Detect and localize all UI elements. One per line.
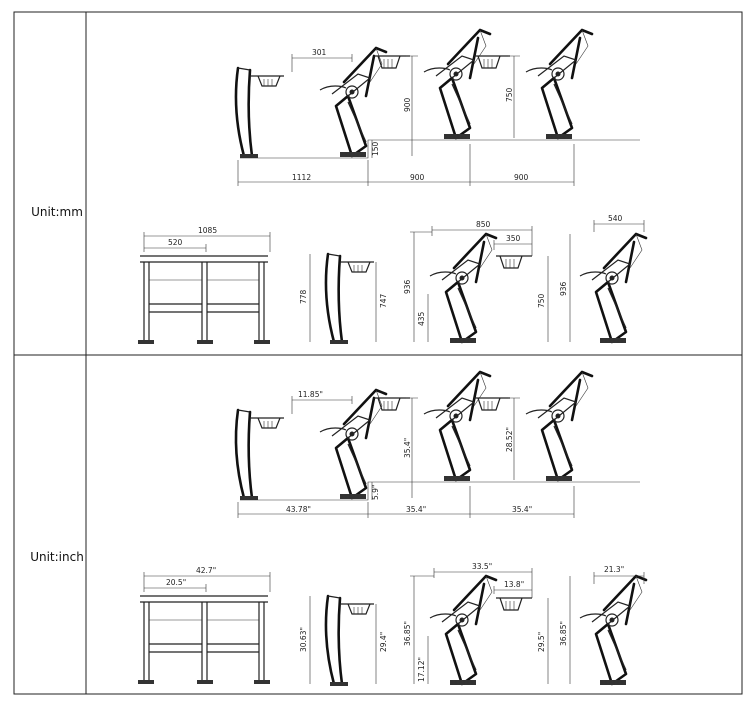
row-mm-labels: 301 900 750 150 1112 900 900 1085 520 77… [168, 48, 623, 326]
dim-tablet-depth: 350 [506, 234, 521, 243]
dim-pitch-b: 35.4" [512, 505, 532, 514]
dim-pitch-a: 35.4" [406, 505, 426, 514]
dim-chair-depth: 850 [476, 220, 491, 229]
dim-desk-height: 30.63" [299, 627, 308, 652]
row-mm-views [137, 220, 648, 346]
dim-desk-width: 42.7" [196, 566, 216, 575]
row-inch-drawing [137, 370, 648, 688]
dim-folded-height: 936 [559, 281, 568, 296]
dim-pitch-b: 900 [514, 173, 529, 182]
dim-folded-depth: 21.3" [604, 565, 624, 574]
dim-desk-top-height: 747 [379, 293, 388, 308]
row-inch-elevation [234, 370, 640, 518]
dim-folded-depth: 540 [608, 214, 623, 223]
dim-seat-back-height: 750 [505, 87, 514, 102]
dim-first-pitch: 1112 [292, 173, 311, 182]
dim-seat-height: 435 [417, 311, 426, 326]
row-mm-elevation [234, 28, 640, 186]
dim-desk-top-height: 29.4" [379, 632, 388, 652]
dim-desk-half: 520 [168, 238, 183, 247]
dim-desk-to-seat: 11.85" [298, 390, 323, 399]
dim-chair-height: 936 [403, 279, 412, 294]
dim-desk-height: 778 [299, 289, 308, 304]
dim-chair-height: 36.85" [403, 621, 412, 646]
row-inch-labels: 11.85" 35.4" 28.52" 5.9" 43.78" 35.4" 35… [166, 390, 624, 682]
dim-row-height: 900 [403, 97, 412, 112]
dim-pitch-a: 900 [410, 173, 425, 182]
row-mm-drawing [137, 28, 648, 346]
row-inch-views [137, 568, 648, 688]
unit-label-inch: Unit:inch [30, 550, 84, 564]
dim-desk-half: 20.5" [166, 578, 186, 587]
dim-seat-back-height: 28.52" [505, 427, 514, 452]
dim-folded-height: 36.85" [559, 621, 568, 646]
dim-first-pitch: 43.78" [286, 505, 311, 514]
dim-chair-depth: 33.5" [472, 562, 492, 571]
dim-tablet-depth: 13.8" [504, 580, 524, 589]
dim-back-height: 29.5" [537, 632, 546, 652]
dim-desk-width: 1085 [198, 226, 217, 235]
dim-back-height: 750 [537, 293, 546, 308]
dim-desk-to-seat: 301 [312, 48, 327, 57]
dim-step: 150 [371, 141, 380, 156]
unit-label-mm: Unit:mm [31, 205, 83, 219]
dim-step: 5.9" [371, 485, 380, 500]
table-grid [13, 11, 743, 695]
dim-row-height: 35.4" [403, 438, 412, 458]
dim-seat-height: 17.12" [417, 657, 426, 682]
